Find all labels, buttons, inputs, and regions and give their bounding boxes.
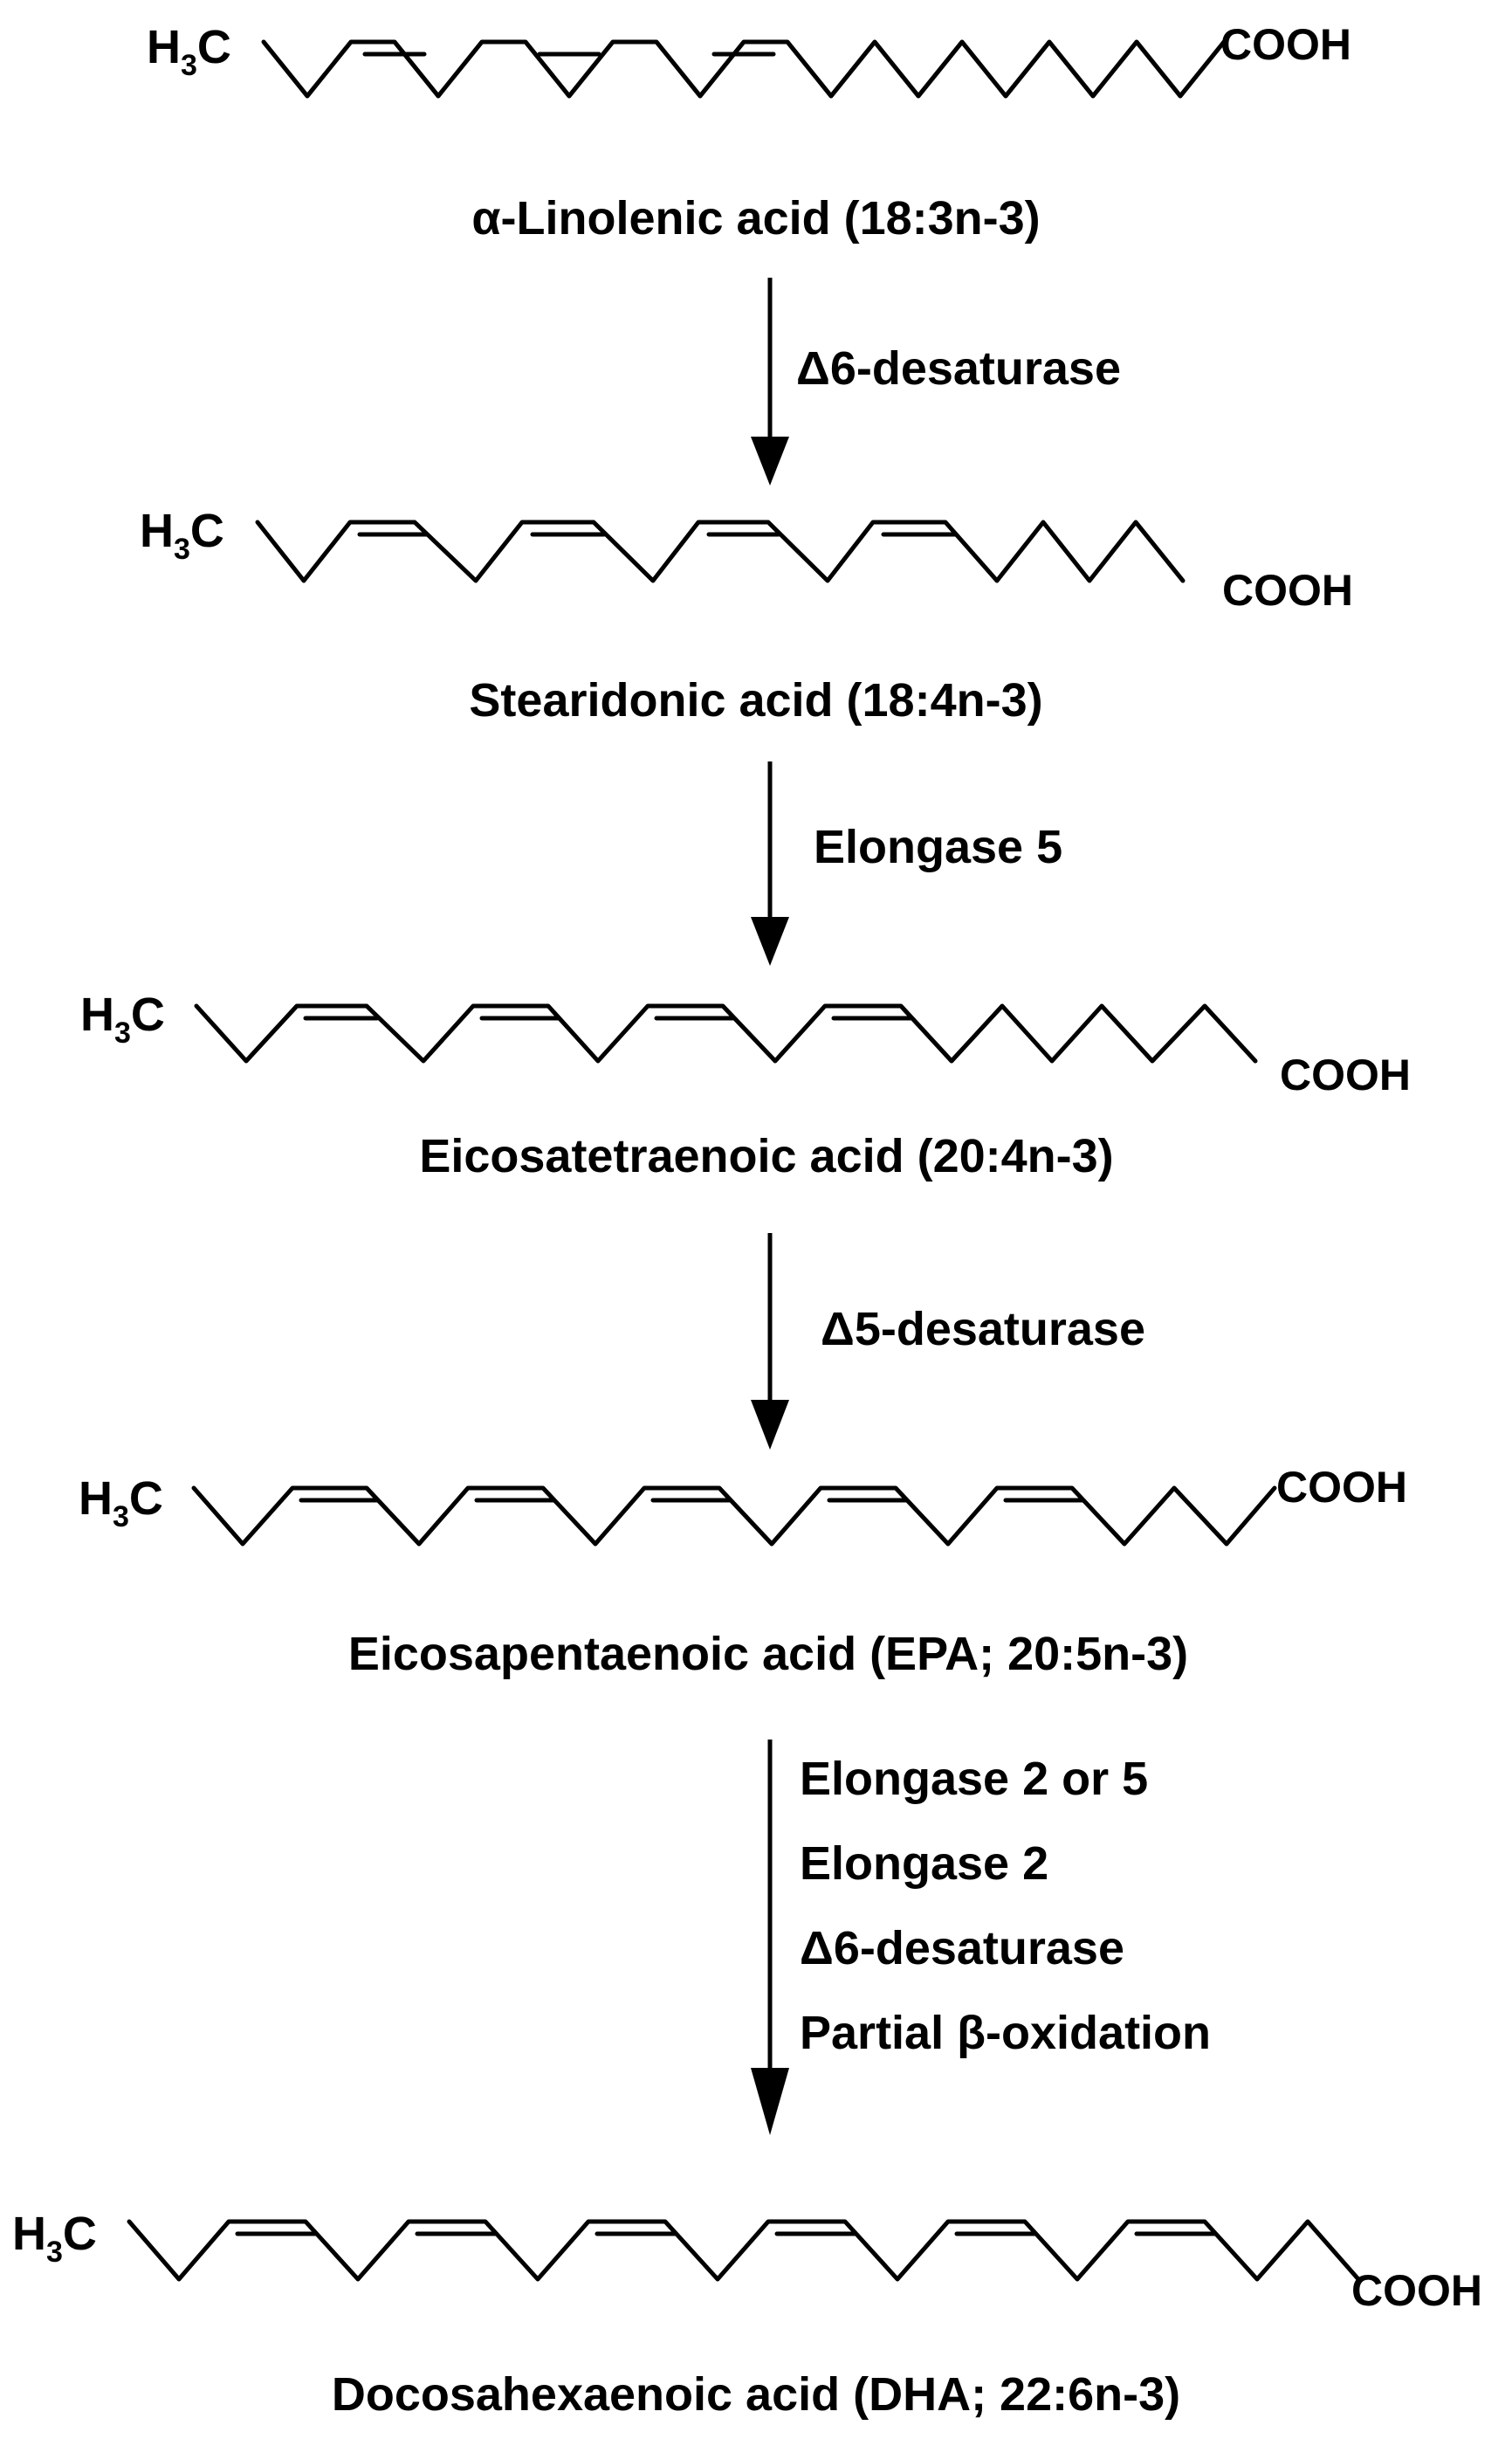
methyl-group-label: H3C	[80, 989, 165, 1050]
molecule-name: Eicosatetraenoic acid (20:4n-3)	[419, 1130, 1113, 1182]
reaction-step-3: Δ5-desaturase	[751, 1233, 1145, 1450]
methyl-group-label: H3C	[147, 21, 231, 82]
methyl-group-label: H3C	[12, 2208, 97, 2269]
enzyme-label: Δ5-desaturase	[821, 1303, 1145, 1355]
carbon-chain	[191, 1485, 1277, 1547]
molecule-eicosapentaenoic-acid: H3C COOH Eicosapentaenoic acid (EPA; 20:…	[79, 1463, 1407, 1680]
molecule-name: α-Linolenic acid (18:3n-3)	[471, 192, 1040, 245]
enzyme-label: Partial β-oxidation	[800, 2007, 1211, 2059]
carbon-chain	[127, 2219, 1361, 2282]
molecule-name: Stearidonic acid (18:4n-3)	[469, 674, 1042, 727]
carbon-chain	[255, 520, 1186, 583]
enzyme-label: Δ6-desaturase	[796, 342, 1121, 395]
enzyme-label: Δ6-desaturase	[800, 1922, 1124, 1974]
carboxyl-group-label: COOH	[1276, 1463, 1407, 1512]
molecule-stearidonic-acid: H3C COOH Stearidonic acid (18:4n-3)	[140, 505, 1353, 727]
arrow-head	[751, 917, 789, 966]
molecule-docosahexaenoic-acid: H3C COOH Docosahexaenoic acid (DHA; 22:6…	[12, 2208, 1482, 2421]
molecule-name: Eicosapentaenoic acid (EPA; 20:5n-3)	[348, 1628, 1188, 1680]
methyl-group-label: H3C	[79, 1472, 163, 1533]
reaction-step-2: Elongase 5	[751, 761, 1062, 966]
enzyme-label: Elongase 2 or 5	[800, 1753, 1148, 1805]
carboxyl-group-label: COOH	[1351, 2266, 1482, 2315]
carboxyl-group-label: COOH	[1220, 20, 1351, 69]
carbon-chain	[194, 1003, 1258, 1064]
carboxyl-group-label: COOH	[1222, 566, 1353, 615]
reaction-step-4: Elongase 2 or 5 Elongase 2 Δ6-desaturase…	[751, 1740, 1211, 2135]
carboxyl-group-label: COOH	[1280, 1051, 1411, 1099]
molecule-alpha-linolenic-acid: H3C COOH α-Linolenic acid (18:3n-3)	[147, 20, 1351, 245]
molecule-eicosatetraenoic-acid: H3C COOH Eicosatetraenoic acid (20:4n-3)	[80, 989, 1411, 1182]
arrow-head	[751, 1400, 789, 1450]
enzyme-label: Elongase 5	[814, 821, 1062, 873]
arrow-head	[751, 2068, 789, 2135]
molecule-name: Docosahexaenoic acid (DHA; 22:6n-3)	[332, 2368, 1180, 2421]
reaction-step-1: Δ6-desaturase	[751, 278, 1121, 486]
enzyme-label: Elongase 2	[800, 1837, 1048, 1890]
carbon-chain	[261, 39, 1227, 99]
methyl-group-label: H3C	[140, 505, 224, 566]
arrow-head	[751, 437, 789, 486]
